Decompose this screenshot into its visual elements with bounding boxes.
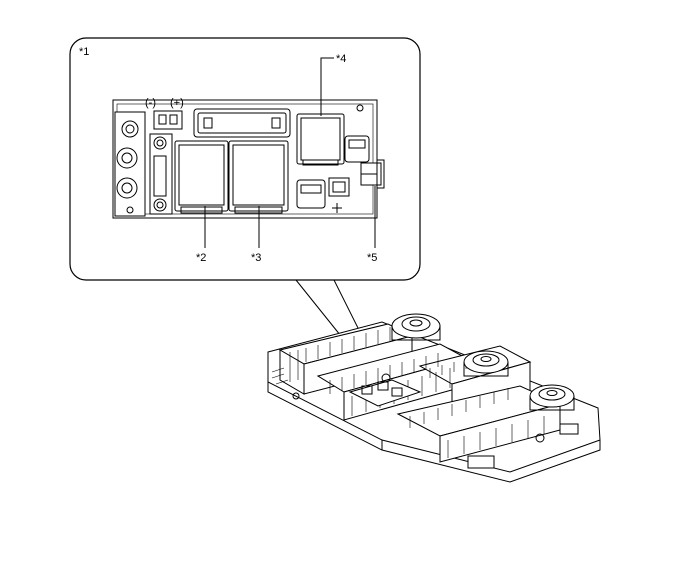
small-sockets xyxy=(296,135,370,213)
relay-4 xyxy=(296,113,345,166)
junction-board: (-) (+) xyxy=(112,97,385,219)
relay-2 xyxy=(174,140,229,214)
polarity-connector: (-) (+) xyxy=(145,97,184,130)
tray-details xyxy=(292,392,579,469)
callout-2: *2 xyxy=(196,252,206,264)
top-connector xyxy=(193,108,291,138)
detail-inset: (-) (+) xyxy=(69,37,421,382)
terminal-column xyxy=(114,111,146,217)
relay-3 xyxy=(228,140,289,214)
connector-5 xyxy=(360,159,385,189)
callout-4: *4 xyxy=(336,53,346,65)
junction-board-location xyxy=(348,373,422,407)
callout-1: *1 xyxy=(79,46,89,58)
minus-mark: (-) xyxy=(145,97,156,109)
fuse-strip xyxy=(149,133,173,215)
callout-5: *5 xyxy=(367,252,377,264)
plus-mark: (+) xyxy=(170,97,184,109)
leader-4 xyxy=(320,57,334,116)
cooling-blowers xyxy=(391,313,575,411)
battery-pack xyxy=(267,313,601,483)
battery-modules xyxy=(278,323,562,463)
callout-3: *3 xyxy=(251,252,261,264)
